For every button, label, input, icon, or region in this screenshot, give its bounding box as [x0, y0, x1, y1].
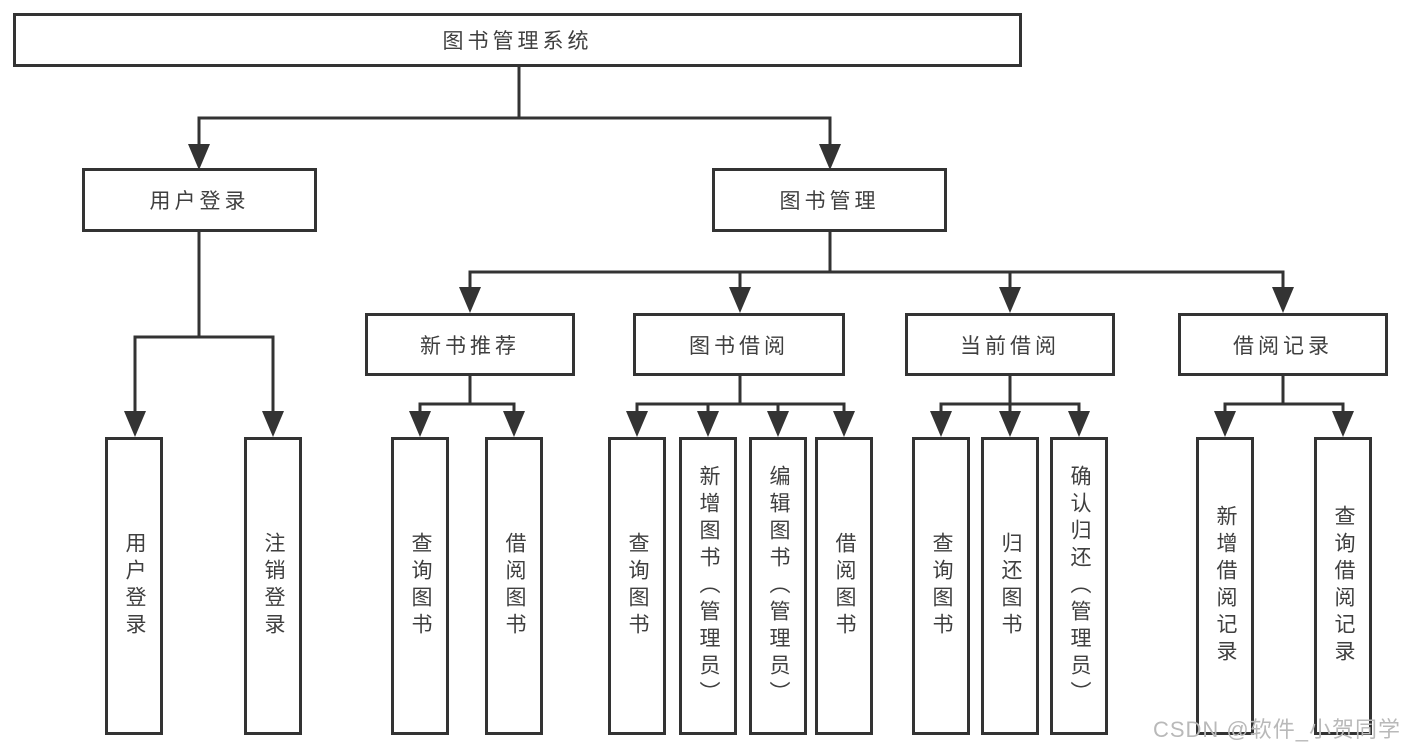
leaf-query-books-recommend: 查询图书: [391, 437, 449, 735]
leaf-query-borrow-record: 查询借阅记录: [1314, 437, 1372, 735]
leaf-logout: 注销登录: [244, 437, 302, 735]
leaf-label: 查询图书: [930, 532, 953, 640]
leaf-label: 归还图书: [999, 532, 1022, 640]
node-borrowing-records: 借阅记录: [1178, 313, 1388, 376]
leaf-edit-books-admin: 编辑图书（管理员）: [749, 437, 807, 735]
leaf-add-borrow-record: 新增借阅记录: [1196, 437, 1254, 735]
leaf-borrow-books: 借阅图书: [815, 437, 873, 735]
leaf-user-login: 用户登录: [105, 437, 163, 735]
node-book-management: 图书管理: [712, 168, 947, 232]
leaf-label: 借阅图书: [503, 532, 526, 640]
node-user-login: 用户登录: [82, 168, 317, 232]
node-label: 新书推荐: [420, 334, 520, 358]
node-book-borrowing: 图书借阅: [633, 313, 845, 376]
node-library-management-system: 图书管理系统: [13, 13, 1022, 67]
node-current-borrowing: 当前借阅: [905, 313, 1115, 376]
leaf-label: 查询图书: [626, 532, 649, 640]
leaf-label: 查询图书: [409, 532, 432, 640]
node-new-book-recommendation: 新书推荐: [365, 313, 575, 376]
leaf-return-books: 归还图书: [981, 437, 1039, 735]
leaf-add-books-admin: 新增图书（管理员）: [679, 437, 737, 735]
node-label: 图书借阅: [689, 334, 789, 358]
node-label: 图书管理系统: [442, 30, 593, 53]
leaf-label: 注销登录: [262, 532, 285, 640]
node-label: 当前借阅: [960, 334, 1060, 358]
leaf-query-books-current: 查询图书: [912, 437, 970, 735]
leaf-label: 确认归还（管理员）: [1068, 464, 1091, 708]
leaf-borrow-books-recommend: 借阅图书: [485, 437, 543, 735]
leaf-label: 编辑图书（管理员）: [767, 464, 790, 708]
leaf-label: 查询借阅记录: [1332, 505, 1355, 667]
leaf-label: 新增借阅记录: [1214, 505, 1237, 667]
csdn-watermark: CSDN @软件_小贺同学: [1152, 717, 1401, 742]
node-label: 借阅记录: [1233, 334, 1333, 358]
node-label: 图书管理: [779, 190, 880, 213]
leaf-confirm-return-admin: 确认归还（管理员）: [1050, 437, 1108, 735]
leaf-label: 新增图书（管理员）: [697, 464, 720, 708]
leaf-label: 借阅图书: [833, 532, 856, 640]
leaf-query-books-borrowing: 查询图书: [608, 437, 666, 735]
leaf-label: 用户登录: [123, 532, 146, 640]
node-label: 用户登录: [149, 190, 250, 213]
